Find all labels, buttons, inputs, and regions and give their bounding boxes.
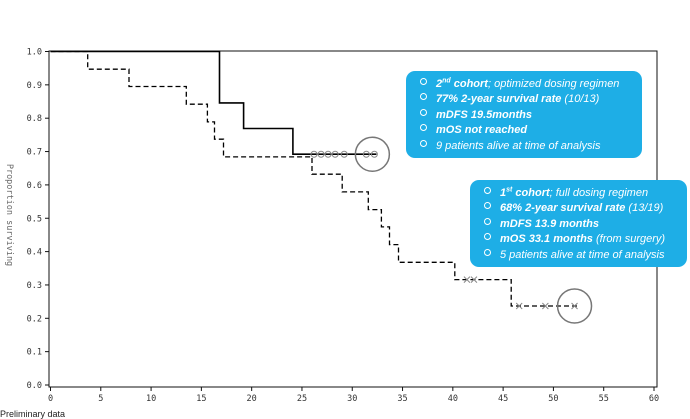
censor-mark-circle [331, 150, 339, 158]
callout-item: mOS 33.1 months (from surgery) [484, 232, 677, 247]
footnote: Preliminary data [0, 409, 66, 419]
bullet-icon [420, 108, 427, 116]
chart-axes: 0 5 10 15 20 25 30 35 40 45 50 55 60 0.0 0.1 0.2 0.3 0.4 0… [27, 48, 659, 405]
highlight-circle-2 [556, 288, 593, 324]
bullet-icon [484, 217, 491, 225]
km-curve-1-solid [50, 50, 377, 155]
callout-item-bold: cohort [450, 78, 488, 90]
callout-item-bold: 77% 2-year survival rate [436, 93, 562, 106]
callout-item-bold: 68% 2-year survival rate [500, 202, 626, 215]
bullet-icon [420, 78, 427, 85]
censor-mark-circle [370, 150, 378, 158]
x-tick-label: 30 [347, 394, 357, 404]
y-tick-label: 0.9 [27, 81, 42, 91]
y-tick-label: 0.7 [27, 148, 42, 158]
callout-item-text: ; optimized dosing regimen [487, 78, 620, 90]
censor-mark-cross-stroke [515, 302, 523, 310]
y-tick-label: 0.6 [27, 181, 42, 191]
y-tick-label: 1.0 [27, 48, 42, 58]
x-tick-label: 25 [297, 394, 307, 404]
x-tick-label: 55 [599, 394, 609, 404]
bullet-icon [484, 233, 491, 241]
highlight-circle-1 [354, 136, 391, 172]
censor-mark-cross [571, 302, 578, 310]
censor-mark-circle [324, 150, 332, 158]
censor-mark-circle [310, 150, 318, 158]
x-tick-label: 50 [548, 394, 558, 404]
y-tick-label: 0.4 [27, 248, 42, 258]
x-tick-label: 40 [448, 394, 458, 404]
callout-item: 9 patients alive at time of analysis [420, 139, 632, 154]
callout-item-bold: mOS 33.1 months [500, 233, 593, 246]
y-tick-label: 0.1 [27, 348, 42, 358]
callout-item-text: (from surgery) [592, 233, 666, 246]
callout-item-ordinal-suffix: st [506, 186, 513, 194]
censor-mark-cross-stroke [571, 302, 578, 310]
callout-item: 1st cohort; full dosing regimen [484, 186, 677, 201]
y-tick-label: 0.0 [27, 381, 42, 391]
censor-mark-circle [317, 150, 325, 158]
callout-item-bold: cohort [512, 187, 550, 199]
callout-item-text: 9 patients alive at time of analysis [436, 139, 601, 152]
callout-item: 2nd cohort; optimized dosing regimen [420, 77, 632, 92]
censor-mark-cross [463, 276, 471, 283]
x-tick-label: 35 [397, 394, 407, 404]
callout-item-bold: mDFS 19.5months [436, 108, 532, 121]
x-tick-label: 15 [196, 394, 206, 404]
callout-item: mDFS 19.5months [420, 108, 632, 123]
callout-item-text: (10/13) [561, 93, 600, 106]
chart-highlight-circles [354, 136, 593, 324]
censor-mark-cross-stroke [542, 302, 549, 310]
x-tick-label: 60 [649, 394, 659, 404]
callout-item-bold: mDFS 13.9 months [500, 217, 600, 230]
x-tick-label: 45 [498, 394, 508, 404]
bullet-icon [484, 187, 491, 194]
callout-item-bold: mOS not reached [436, 124, 528, 137]
callout-item-ordinal-suffix: nd [442, 77, 451, 85]
chart-series [50, 50, 578, 307]
censor-mark-circle [340, 150, 348, 158]
y-tick-label: 0.8 [27, 114, 42, 124]
bullet-icon [420, 93, 427, 101]
callout-item-text: ; full dosing regimen [549, 187, 649, 199]
bullet-icon [484, 248, 491, 256]
censor-mark-cross-stroke [463, 276, 471, 283]
y-tick-label: 0.3 [27, 281, 42, 291]
y-axis-label: Proportion surviving [4, 164, 14, 266]
x-tick-label: 0 [48, 394, 53, 404]
bullet-icon [420, 139, 427, 147]
bullet-icon [484, 202, 491, 210]
callout-item: 68% 2-year survival rate (13/19) [484, 201, 677, 216]
callout-item: mOS not reached [420, 123, 632, 138]
callout-item-ordinal: 1 [500, 187, 507, 199]
y-tick-label: 0.5 [27, 214, 42, 224]
censor-mark-cross-stroke [470, 276, 478, 283]
censor-mark-cross [542, 302, 549, 310]
x-tick-label: 5 [98, 394, 103, 404]
chart-censor-marks [310, 150, 578, 310]
censor-mark-cross [470, 276, 478, 283]
callout-item-ordinal: 2 [436, 78, 443, 90]
bullet-icon [420, 124, 427, 132]
callout-item: 5 patients alive at time of analysis [484, 248, 677, 263]
km-curve-2-dashed [50, 50, 578, 307]
censor-mark-circle [362, 150, 370, 158]
y-tick-label: 0.2 [27, 314, 42, 324]
callout-item-text: (13/19) [625, 202, 664, 215]
callout-item-text: 5 patients alive at time of analysis [500, 248, 665, 261]
censor-mark-cross [515, 302, 523, 310]
x-tick-label: 10 [146, 394, 156, 404]
callout-item: mDFS 13.9 months [484, 217, 677, 232]
x-tick-label: 20 [247, 394, 257, 404]
callout-item: 77% 2-year survival rate (10/13) [420, 92, 632, 107]
